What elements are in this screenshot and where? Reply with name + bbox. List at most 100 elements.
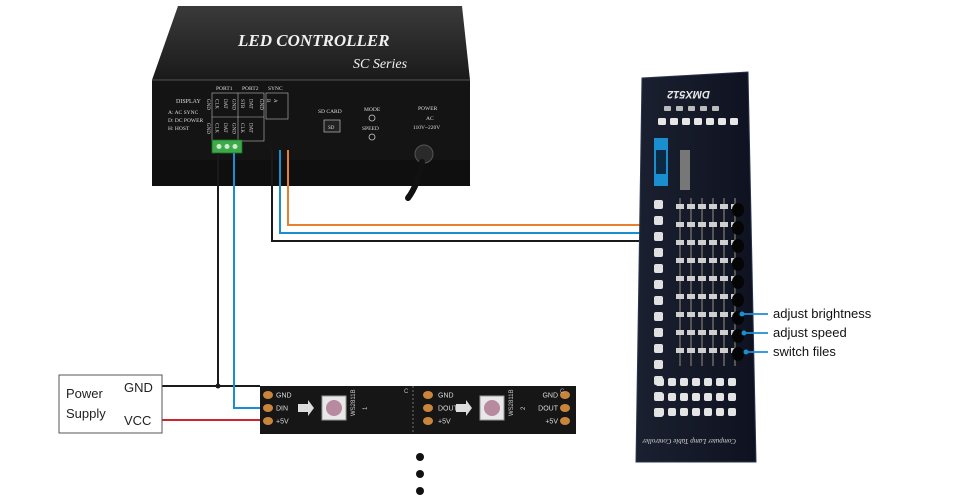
dmx-fader-knob[interactable]	[720, 258, 728, 263]
dmx-side-button[interactable]	[654, 200, 663, 209]
dmx-rotary-knob[interactable]	[732, 257, 744, 271]
dmx-fader-knob[interactable]	[698, 330, 706, 335]
dmx-side-button[interactable]	[654, 296, 663, 305]
dmx-rotary-knob[interactable]	[732, 347, 744, 361]
dmx-bottom-button[interactable]	[692, 393, 700, 401]
dmx-bottom-button[interactable]	[728, 408, 736, 416]
dmx-fader-knob[interactable]	[698, 312, 706, 317]
dmx-bottom-button[interactable]	[704, 393, 712, 401]
dmx-bottom-button[interactable]	[716, 408, 724, 416]
dmx-fader-knob[interactable]	[676, 222, 684, 227]
dmx-fader-knob[interactable]	[676, 312, 684, 317]
dmx-fader-knob[interactable]	[687, 258, 695, 263]
dmx-bottom-button[interactable]	[656, 408, 664, 416]
dmx-fader-knob[interactable]	[709, 312, 717, 317]
dmx-bottom-button[interactable]	[680, 378, 688, 386]
dmx-fader-knob[interactable]	[709, 240, 717, 245]
dmx-side-button[interactable]	[654, 264, 663, 273]
dmx-bottom-button[interactable]	[728, 378, 736, 386]
dmx-fader-knob[interactable]	[698, 222, 706, 227]
dmx-fader-knob[interactable]	[709, 330, 717, 335]
dmx-fader-knob[interactable]	[698, 240, 706, 245]
dmx-side-button[interactable]	[654, 344, 663, 353]
dmx-bottom-button[interactable]	[716, 393, 724, 401]
dmx-bottom-button[interactable]	[656, 378, 664, 386]
dmx-fader-knob[interactable]	[709, 204, 717, 209]
dmx-top-button[interactable]	[670, 118, 678, 125]
dmx-side-button[interactable]	[654, 312, 663, 321]
dmx-top-button[interactable]	[712, 106, 719, 111]
dmx-rotary-knob[interactable]	[732, 239, 744, 253]
dmx-side-button[interactable]	[654, 328, 663, 337]
sd-slot-text: SD	[328, 126, 335, 131]
dmx-bottom-button[interactable]	[680, 408, 688, 416]
dmx-fader-knob[interactable]	[676, 348, 684, 353]
dmx-fader-knob[interactable]	[709, 258, 717, 263]
dmx-fader-knob[interactable]	[698, 276, 706, 281]
dmx-rotary-knob[interactable]	[732, 275, 744, 289]
dmx-fader-knob[interactable]	[698, 294, 706, 299]
dmx-fader-knob[interactable]	[720, 240, 728, 245]
dmx-side-button[interactable]	[654, 232, 663, 241]
dmx-rotary-knob[interactable]	[732, 293, 744, 307]
dmx-rotary-knob[interactable]	[732, 329, 744, 343]
dmx-fader-knob[interactable]	[720, 294, 728, 299]
dmx-bottom-button[interactable]	[668, 408, 676, 416]
dmx-top-button[interactable]	[718, 118, 726, 125]
dmx-fader-knob[interactable]	[687, 330, 695, 335]
dmx-fader-knob[interactable]	[687, 240, 695, 245]
dmx-top-button[interactable]	[694, 118, 702, 125]
dmx-bottom-button[interactable]	[668, 378, 676, 386]
dmx-bottom-button[interactable]	[656, 393, 664, 401]
dmx-rotary-knob[interactable]	[732, 203, 744, 217]
dmx-fader-knob[interactable]	[687, 276, 695, 281]
dmx-fader-knob[interactable]	[687, 294, 695, 299]
dmx-bottom-button[interactable]	[728, 393, 736, 401]
dmx-bottom-button[interactable]	[704, 378, 712, 386]
dmx-fader-knob[interactable]	[720, 312, 728, 317]
dmx-side-button[interactable]	[654, 360, 663, 369]
dmx-fader-knob[interactable]	[720, 348, 728, 353]
dmx-bottom-button[interactable]	[704, 408, 712, 416]
dmx-top-button[interactable]	[682, 118, 690, 125]
dmx-side-button[interactable]	[654, 216, 663, 225]
dmx-fader-knob[interactable]	[676, 204, 684, 209]
dmx-rotary-knob[interactable]	[732, 221, 744, 235]
dmx-bottom-button[interactable]	[716, 378, 724, 386]
dmx-top-button[interactable]	[688, 106, 695, 111]
dmx-top-button[interactable]	[658, 118, 666, 125]
dmx-fader-knob[interactable]	[676, 330, 684, 335]
speed-button[interactable]	[368, 133, 376, 141]
dmx-fader-knob[interactable]	[698, 204, 706, 209]
dmx-fader-knob[interactable]	[687, 312, 695, 317]
dmx-bottom-button[interactable]	[692, 378, 700, 386]
dmx-top-button[interactable]	[730, 118, 738, 125]
dmx-side-button[interactable]	[654, 280, 663, 289]
mode-button[interactable]	[368, 114, 376, 122]
dmx-bottom-button[interactable]	[680, 393, 688, 401]
dmx-bottom-button[interactable]	[692, 408, 700, 416]
dmx-fader-knob[interactable]	[709, 222, 717, 227]
dmx-top-button[interactable]	[706, 118, 714, 125]
dmx-fader-knob[interactable]	[676, 294, 684, 299]
dmx-top-button[interactable]	[676, 106, 683, 111]
dmx-fader-knob[interactable]	[720, 222, 728, 227]
dmx-fader-knob[interactable]	[698, 348, 706, 353]
dmx-bottom-button[interactable]	[668, 393, 676, 401]
dmx-side-button[interactable]	[654, 248, 663, 257]
dmx-fader-knob[interactable]	[676, 240, 684, 245]
dmx-fader-knob[interactable]	[709, 294, 717, 299]
dmx-fader-knob[interactable]	[687, 348, 695, 353]
dmx-fader-knob[interactable]	[709, 348, 717, 353]
dmx-fader-knob[interactable]	[720, 330, 728, 335]
dmx-fader-knob[interactable]	[698, 258, 706, 263]
dmx-fader-knob[interactable]	[720, 276, 728, 281]
dmx-top-button[interactable]	[700, 106, 707, 111]
dmx-fader-knob[interactable]	[720, 204, 728, 209]
dmx-fader-knob[interactable]	[687, 204, 695, 209]
dmx-top-button[interactable]	[664, 106, 671, 111]
dmx-fader-knob[interactable]	[676, 258, 684, 263]
dmx-fader-knob[interactable]	[687, 222, 695, 227]
dmx-fader-knob[interactable]	[709, 276, 717, 281]
dmx-fader-knob[interactable]	[676, 276, 684, 281]
